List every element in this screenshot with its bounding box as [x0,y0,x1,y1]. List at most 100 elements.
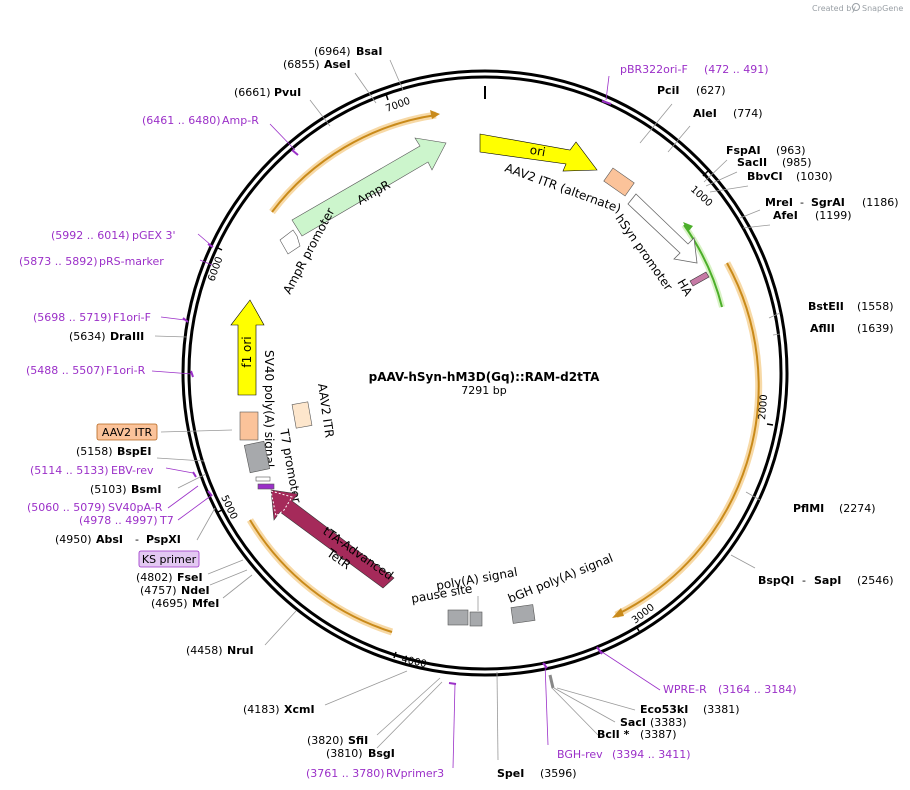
orf-arc-top [269,110,440,215]
tetr-inner-marker [270,490,293,517]
orf-arc-right [612,261,763,619]
pcii-label: PciI [657,84,679,97]
aflii-pos: (1639) [857,322,894,335]
tick-7000: 7000 [384,96,412,115]
bsgi-pos: (3810) [326,747,363,760]
bsteii-label: BstEII [808,300,844,313]
fspai-label: FspAI [726,144,761,157]
bsmi-pos: (5103) [90,483,127,496]
sacii-label: SacII [737,156,767,169]
f1orif-primer-label: F1ori-F [113,311,151,324]
pvui-label: PvuI [274,86,301,99]
aav2-itr-alt-label: AAV2 ITR (alternate) [503,161,623,216]
primer-ticks [182,100,612,685]
created-by-label: Created by [812,4,856,13]
ori-feature [479,133,598,172]
asei-label: AseI [324,58,351,71]
bgh-polya-label: bGH poly(A) signal [506,551,615,606]
spei-label: SpeI [497,767,524,780]
orf-arc-bottom-left [246,518,394,636]
ebv-primer-label: EBV-rev [111,464,154,477]
wpre-primer-range: (3164 .. 3184) [718,683,797,696]
ori-label: ori [529,143,547,159]
f1orif-primer-range: (5698 .. 5719) [33,311,112,324]
tick-2000: 2000 [757,394,770,420]
aav2-itr-box-label: AAV2 ITR [102,426,153,439]
f1orir-primer-range: (5488 .. 5507) [26,364,105,377]
prs-primer-label: pRS-marker [99,255,164,268]
tick-1000: 1000 [688,184,714,209]
f1orir-primer-label: F1ori-R [106,364,146,377]
asei-pos: (6855) [283,58,320,71]
ks-primer-box-label: KS primer [142,553,197,566]
bcli-label: BclI * [597,728,630,741]
ks-primer-box [138,550,200,568]
bbvci-label: BbvCI [747,170,783,183]
sfii-pos: (3820) [307,734,344,747]
snapgene-brand: SnapGene [862,4,903,13]
ampr-feature [291,137,447,237]
absi-label: AbsI [96,533,123,546]
bsai-pos: (6964) [314,45,351,58]
bsgi-label: BsgI [368,747,395,760]
tta-advanced-feature [270,489,395,589]
sv40pa-primer-label: SV40pA-R [108,501,163,514]
draiii-label: DraIII [110,330,144,343]
xcmi-label: XcmI [284,703,315,716]
t7-marker [257,483,275,490]
absi-sep: - [135,533,139,546]
f1-ori-feature [230,299,265,396]
bgh-polya-feature [510,604,536,624]
mrei-label: MreI [765,196,793,209]
mrei-sep: - [800,196,804,209]
fsei-pos: (4802) [136,571,173,584]
aav2-itr-label: AAV2 ITR [315,382,336,438]
aav2-itr-box [96,423,158,441]
aflii-label: AflII [810,322,835,335]
t7-primer-range: (4978 .. 4997) [79,514,158,527]
t7-primer-label: T7 [159,514,174,527]
pspxi-label: PspXI [146,533,181,546]
bsmi-label: BsmI [131,483,162,496]
sfii-label: SfiI [348,734,368,747]
pcii-pos: (627) [696,84,726,97]
ha-tag-feature [689,271,710,287]
plasmid-length: 7291 bp [461,384,506,397]
eco53ki-pos: (3381) [703,703,740,716]
sv40-polya-label: SV40 poly(A) signal [262,350,276,467]
plasmid-name: pAAV-hSyn-hM3D(Gq)::RAM-d2tTA [369,370,600,384]
polya-signal-feature [469,611,483,627]
pgex-primer-label: pGEX 3' [132,229,176,242]
tick-6000: 6000 [206,255,225,283]
alei-label: AleI [693,107,717,120]
t7-promoter-feature [255,476,271,482]
primer-leader-lines [151,75,661,769]
afei-pos: (1199) [815,209,852,222]
pflmi-pos: (2274) [839,502,876,515]
f1-ori-label: f1 ori [240,336,254,367]
bspei-label: BspEI [117,445,151,458]
aav2-itr-feature [291,401,313,429]
nrui-pos: (4458) [186,644,223,657]
bbvci-pos: (1030) [796,170,833,183]
alei-pos: (774) [733,107,763,120]
bspqi-pos: (2546) [857,574,894,587]
saci-pos: (3383) [650,716,687,729]
scale-ticks [215,93,774,659]
rv3-primer-range: (3761 .. 3780) [306,767,385,780]
tick-4000: 4000 [400,654,427,670]
ebv-primer-range: (5114 .. 5133) [30,464,109,477]
fspai-pos: (963) [776,144,806,157]
pgex-primer-range: (5992 .. 6014) [51,229,130,242]
draiii-pos: (5634) [69,330,106,343]
mfei-label: MfeI [192,597,219,610]
pbr322-primer-label: pBR322ori-F [620,63,688,76]
eco53ki-cut-cluster [548,674,555,689]
fsei-label: FseI [177,571,203,584]
rv3-primer-label: RVprimer3 [386,767,444,780]
pflmi-label: PflMI [793,502,824,515]
bsteii-pos: (1558) [857,300,894,313]
bsai-label: BsaI [356,45,382,58]
sv40-polya-feature [243,440,271,474]
